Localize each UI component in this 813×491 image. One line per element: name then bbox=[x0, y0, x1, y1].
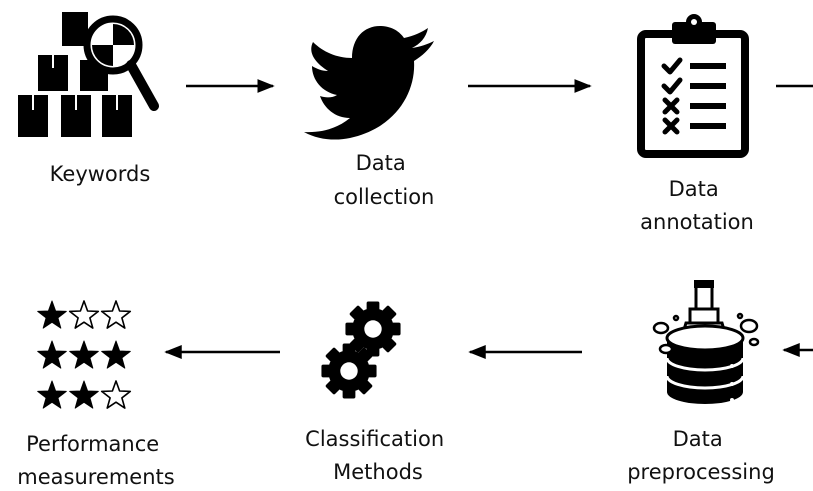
clipboard-checklist-icon bbox=[637, 14, 749, 158]
step-label-classification-methods: Classification Methods bbox=[305, 427, 451, 484]
step-label-keywords: Keywords bbox=[50, 162, 151, 186]
filled-star bbox=[37, 300, 67, 329]
step-label-data-preprocessing: Data preprocessing bbox=[627, 427, 775, 484]
empty-star bbox=[68, 300, 100, 329]
filled-star bbox=[69, 380, 99, 409]
database-brush-icon bbox=[652, 280, 760, 404]
filled-star bbox=[101, 340, 131, 369]
keywords-boxes-magnifier-icon bbox=[18, 12, 159, 137]
empty-star bbox=[100, 380, 132, 409]
filled-star bbox=[69, 340, 99, 369]
star-rating-icon bbox=[37, 300, 132, 409]
filled-star bbox=[37, 340, 67, 369]
step-label-data-collection: Data collection bbox=[334, 151, 435, 209]
filled-star bbox=[37, 380, 67, 409]
gears-icon bbox=[321, 301, 401, 399]
step-label-data-annotation: Data annotation bbox=[640, 177, 754, 234]
flow-arrows bbox=[164, 79, 813, 359]
empty-star bbox=[100, 300, 132, 329]
step-label-performance-measurements: Performance measurements bbox=[17, 432, 174, 489]
twitter-bird-icon bbox=[304, 26, 434, 140]
